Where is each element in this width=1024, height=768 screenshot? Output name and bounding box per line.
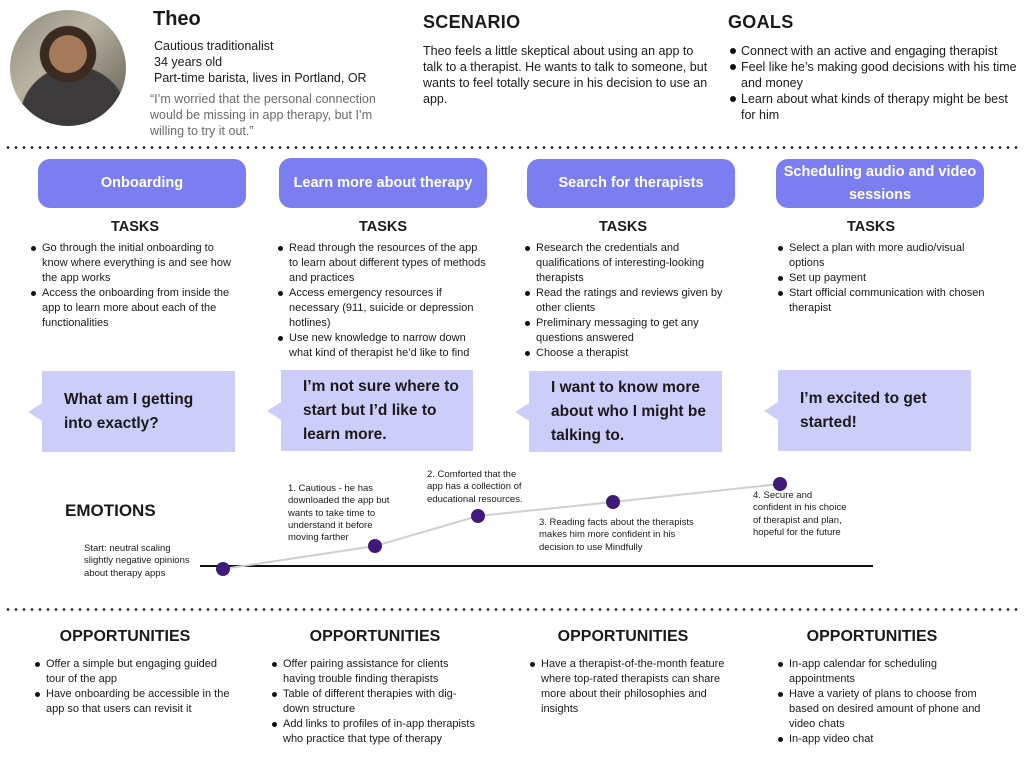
emotion-point-3: [606, 495, 620, 509]
task-item: Read the ratings and reviews given by ot…: [524, 286, 734, 316]
emotions-heading: EMOTIONS: [65, 501, 156, 520]
bubble-text: What am I getting into exactly?: [64, 390, 194, 432]
opportunity-item: Have a variety of plans to choose from b…: [777, 687, 982, 732]
emotion-note-3: 3. Reading facts about the therapists ma…: [539, 517, 694, 553]
emotion-note-1: 1. Cautious - he has downloaded the app …: [288, 483, 390, 544]
scenario-text: Theo feels a little skeptical about usin…: [423, 44, 708, 106]
emotion-curve: [200, 477, 873, 576]
opportunity-item: Have onboarding be accessible in the app…: [34, 687, 239, 717]
stage-learn-therapy: Learn more about therapy: [279, 158, 487, 208]
emotion-note-2: 2. Comforted that the app has a collecti…: [427, 469, 523, 505]
task-list: Go through the initial onboarding to kno…: [30, 241, 240, 331]
persona-descriptor: Cautious traditionalist: [154, 39, 274, 53]
task-list: Select a plan with more audio/visual opt…: [777, 241, 987, 316]
bubble-text: I’m not sure where to start but I’d like…: [303, 377, 459, 443]
task-list: Research the credentials and qualificati…: [524, 241, 734, 361]
task-item: Access the onboarding from inside the ap…: [30, 286, 240, 331]
task-item: Access emergency resources if necessary …: [277, 286, 487, 331]
speech-bubble: What am I getting into exactly?: [28, 371, 235, 452]
stage-onboarding: Onboarding: [38, 159, 246, 208]
persona-occupation: Part-time barista, lives in Portland, OR: [154, 71, 367, 85]
task-item: Select a plan with more audio/visual opt…: [777, 241, 987, 271]
speech-bubble: I’m not sure where to start but I’d like…: [267, 370, 473, 451]
emotion-point-2: [471, 509, 485, 523]
emotion-note-start: Start: neutral scaling slightly negative…: [84, 543, 190, 579]
opportunities-heading: OPPORTUNITIES: [806, 628, 938, 645]
task-item: Research the credentials and qualificati…: [524, 241, 734, 286]
opportunity-item: Offer a simple but engaging guided tour …: [34, 657, 239, 687]
section-divider: [4, 146, 1020, 149]
task-item: Go through the initial onboarding to kno…: [30, 241, 240, 286]
task-item: Read through the resources of the app to…: [277, 241, 487, 286]
stage-scheduling-sessions: Scheduling audio and video sessions: [776, 159, 984, 208]
opportunities-list: Offer pairing assistance for clients hav…: [271, 657, 476, 747]
opportunities-list: Offer a simple but engaging guided tour …: [34, 657, 239, 717]
opportunities-list: Have a therapist-of-the-month feature wh…: [529, 657, 734, 717]
tasks-heading: TASKS: [598, 219, 648, 235]
task-item: Preliminary messaging to get any questio…: [524, 316, 734, 346]
tasks-heading: TASKS: [358, 219, 408, 235]
task-item: Use new knowledge to narrow down what ki…: [277, 331, 487, 361]
emotion-point-1: [368, 539, 382, 553]
stage-search-therapists: Search for therapists: [527, 159, 735, 208]
goal-item: Learn about what kinds of therapy might …: [729, 91, 1019, 123]
opportunity-item: Table of different therapies with dig-do…: [271, 687, 476, 717]
opportunity-item: Offer pairing assistance for clients hav…: [271, 657, 476, 687]
emotion-note-4: 4. Secure and confident in his choice of…: [753, 490, 847, 538]
opportunities-heading: OPPORTUNITIES: [59, 628, 191, 645]
opportunities-list: In-app calendar for scheduling appointme…: [777, 657, 982, 747]
task-item: Start official communication with chosen…: [777, 286, 987, 316]
bubble-text: I’m excited to get started!: [800, 389, 927, 431]
tasks-heading: TASKS: [110, 219, 160, 235]
goal-item: Connect with an active and engaging ther…: [729, 43, 1019, 59]
goals-heading: GOALS: [728, 12, 794, 32]
section-divider: [4, 608, 1020, 611]
opportunity-item: In-app video chat: [777, 732, 982, 747]
persona-quote: “I’m worried that the personal connectio…: [150, 92, 376, 138]
emotion-point-start: [216, 562, 230, 576]
task-list: Read through the resources of the app to…: [277, 241, 487, 361]
tasks-heading: TASKS: [846, 219, 896, 235]
speech-bubble: I want to know more about who I might be…: [515, 371, 722, 452]
speech-bubble: I’m excited to get started!: [764, 370, 971, 451]
opportunities-heading: OPPORTUNITIES: [557, 628, 689, 645]
opportunities-heading: OPPORTUNITIES: [309, 628, 441, 645]
task-item: Set up payment: [777, 271, 987, 286]
persona-avatar: [10, 10, 126, 126]
task-item: Choose a therapist: [524, 346, 734, 361]
goal-item: Feel like he’s making good decisions wit…: [729, 59, 1019, 91]
scenario-heading: SCENARIO: [423, 12, 521, 32]
opportunity-item: In-app calendar for scheduling appointme…: [777, 657, 982, 687]
emotion-point-4: [773, 477, 787, 491]
persona-name: Theo: [153, 8, 201, 30]
opportunity-item: Add links to profiles of in-app therapis…: [271, 717, 476, 747]
persona-age: 34 years old: [154, 55, 223, 69]
bubble-text: I want to know more about who I might be…: [551, 378, 706, 444]
goals-list: Connect with an active and engaging ther…: [729, 43, 1019, 123]
opportunity-item: Have a therapist-of-the-month feature wh…: [529, 657, 734, 717]
